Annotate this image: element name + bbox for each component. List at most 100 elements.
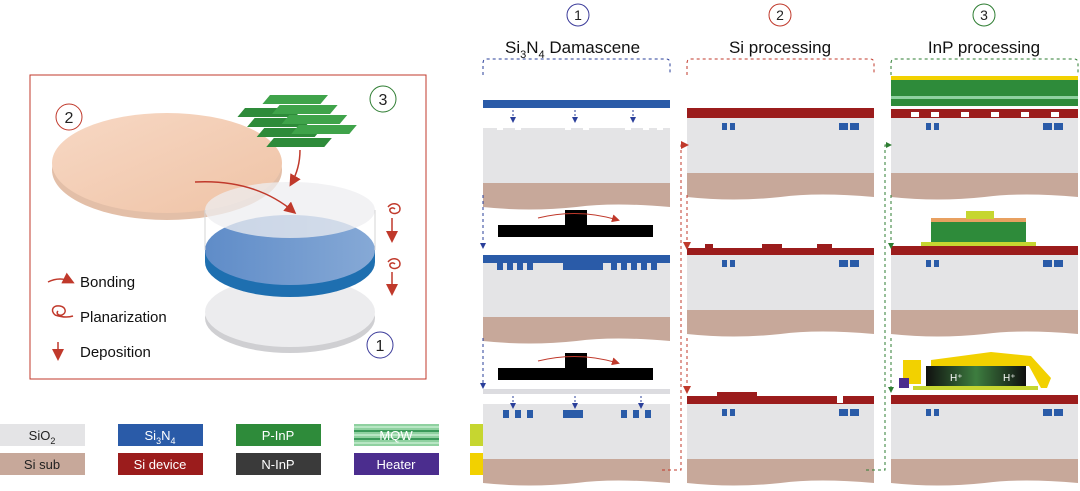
sin-core-3 <box>527 262 533 270</box>
sin-core-10 <box>651 262 657 270</box>
svg-text:3: 3 <box>980 7 988 23</box>
sin-deposit-1 <box>483 100 670 108</box>
swatch-label-2: P-InP <box>262 428 295 443</box>
trench-6 <box>657 122 663 130</box>
column-title-2: Si processing <box>729 38 831 57</box>
c3-top-contact <box>891 76 1078 80</box>
substrate-1 <box>483 317 670 344</box>
substrate-4 <box>687 310 874 337</box>
c3-gap-3 <box>991 112 999 117</box>
c3-contact-3 <box>913 386 1038 390</box>
planarization-icon <box>51 305 74 318</box>
substrate-8 <box>891 459 1078 486</box>
column-title-1: Si3N4 Damascene <box>505 38 640 61</box>
trench-1 <box>515 122 521 130</box>
swatch-8 <box>354 453 439 475</box>
si-ribs-3 <box>687 392 874 404</box>
c2-sin-c-0 <box>839 123 848 130</box>
c2-sin-a-0 <box>722 123 727 130</box>
si-wafer-stack <box>204 182 376 353</box>
substrate-7 <box>891 310 1078 337</box>
c3-gap-4 <box>1021 112 1029 117</box>
sin-final-1 <box>515 410 521 418</box>
oxide-layer-1 <box>483 262 670 317</box>
c3-sin-a-1 <box>926 260 931 267</box>
c2-sin-c-1 <box>839 260 848 267</box>
c3-sin-a-0 <box>926 123 931 130</box>
sin-core-1 <box>507 262 513 270</box>
trench-2 <box>565 122 571 130</box>
swatch-5 <box>0 453 85 475</box>
c3-sin-b-0 <box>934 123 939 130</box>
sin-core-9 <box>641 262 647 270</box>
step-2-badge: 2 <box>55 103 83 131</box>
c3-heater <box>899 378 909 388</box>
c3-gap-0 <box>911 112 919 117</box>
c3-mesa <box>931 222 1026 242</box>
svg-text:3: 3 <box>379 92 388 109</box>
c3-gap-5 <box>1051 112 1059 117</box>
substrate-5 <box>687 459 874 486</box>
bonding-icon <box>47 272 75 284</box>
trench-5 <box>643 122 649 130</box>
swatch-0 <box>0 424 85 446</box>
c3-probe-right <box>931 352 1051 388</box>
inp-chiplets <box>237 95 357 147</box>
legend-planarization: Planarization <box>80 309 167 326</box>
svg-text:2: 2 <box>65 110 74 127</box>
swatch-1 <box>118 424 203 446</box>
sin-film-2 <box>483 255 670 263</box>
c3-sin-c-1 <box>1043 260 1052 267</box>
c3-sin-a-2 <box>926 409 931 416</box>
cross-sections <box>480 76 1078 486</box>
cmp-head-1 <box>565 210 587 226</box>
sin-core-7 <box>621 262 627 270</box>
cmp-pad-1 <box>498 225 653 237</box>
c3-ninp-1 <box>891 99 1078 106</box>
proton-label-1: H⁺ <box>950 373 963 384</box>
flow-1-to-2 <box>662 141 689 471</box>
column-title-3: InP processing <box>928 38 1040 57</box>
sin-final-4 <box>621 410 627 418</box>
svg-text:1: 1 <box>574 7 582 23</box>
c2-sin-b-0 <box>730 123 735 130</box>
svg-text:2: 2 <box>776 7 784 23</box>
si-layer-1 <box>687 108 874 118</box>
sin-final-2 <box>527 410 533 418</box>
sin-final-6 <box>645 410 651 418</box>
legend-bonding: Bonding <box>80 274 135 291</box>
sin-final-0 <box>503 410 509 418</box>
c3-gap-1 <box>931 112 939 117</box>
cmp-head-2 <box>565 353 587 369</box>
c2-sin-d-0 <box>850 123 859 130</box>
c3-si-0 <box>891 109 1078 118</box>
cmp-pad-2 <box>498 368 653 380</box>
c3-mesa-cap <box>931 218 1026 222</box>
swatch-label-7: N-InP <box>261 457 294 472</box>
c3-sin-b-2 <box>934 409 939 416</box>
c3-gap-2 <box>961 112 969 117</box>
cap-oxide <box>483 389 670 394</box>
sin-core-0 <box>497 262 503 270</box>
swatch-label-3: MQW <box>379 428 413 443</box>
trench-3 <box>583 122 589 130</box>
sin-final-3 <box>563 410 583 418</box>
swatch-label-1: Si3N4 <box>145 428 176 446</box>
cmp-rotation-1 <box>537 213 620 223</box>
swatch-label-6: Si device <box>134 457 187 472</box>
c3-sin-c-2 <box>1043 409 1052 416</box>
c3-si-1 <box>891 246 1078 255</box>
column-headers: 1 Si3N4 Damascene 2 Si processing 3 InP … <box>482 3 1079 75</box>
substrate-6 <box>891 173 1078 200</box>
legend-deposition: Deposition <box>80 344 151 361</box>
c2-sin-c-2 <box>839 409 848 416</box>
c2-sin-d-1 <box>850 260 859 267</box>
sin-core-2 <box>517 262 523 270</box>
c3-pcontact <box>966 211 994 219</box>
c3-implanted-mesa <box>926 366 1026 386</box>
c3-pinp-1 <box>891 80 1078 96</box>
sin-core-8 <box>631 262 637 270</box>
swatch-7 <box>236 453 321 475</box>
sin-core-6 <box>611 262 617 270</box>
